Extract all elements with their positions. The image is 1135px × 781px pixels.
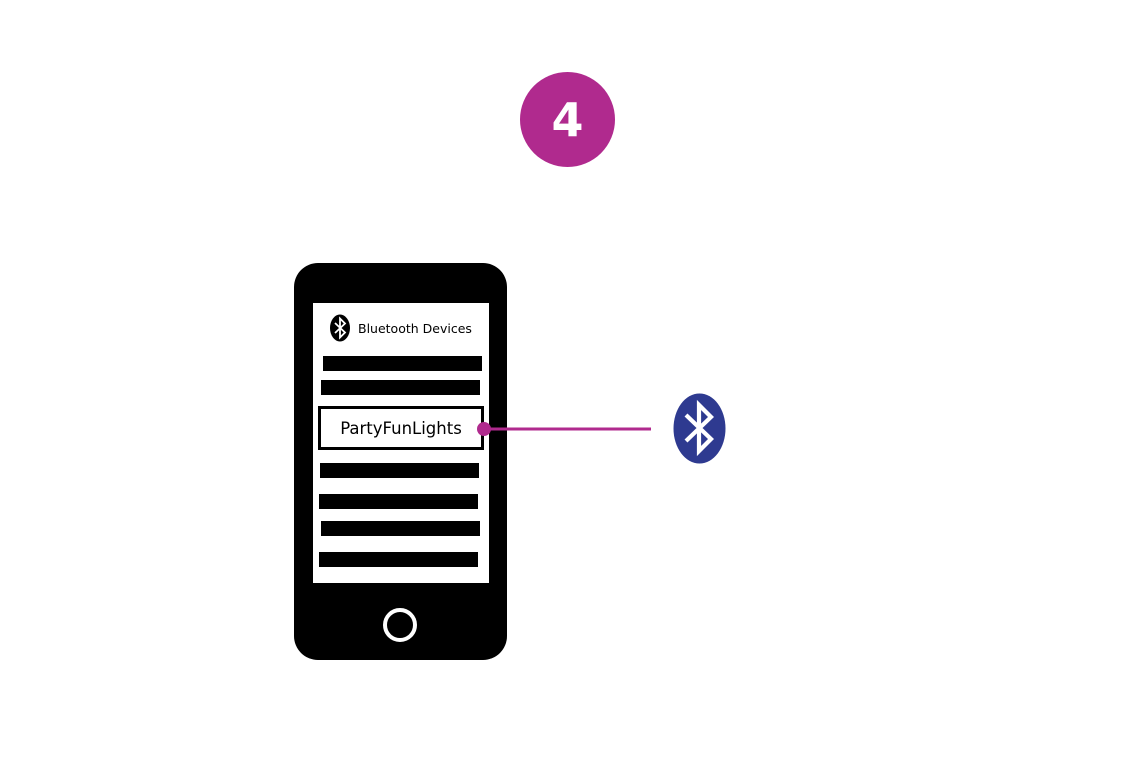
selected-device-label: PartyFunLights	[340, 418, 462, 438]
step-number: 4	[551, 92, 584, 147]
bluetooth-devices-title: Bluetooth Devices	[358, 320, 472, 336]
phone-screen: Bluetooth Devices PartyFunLights	[313, 303, 489, 583]
smartphone: Bluetooth Devices PartyFunLights	[294, 263, 507, 660]
bluetooth-icon	[673, 393, 726, 464]
device-list-item[interactable]	[320, 463, 479, 478]
device-list-item[interactable]	[321, 521, 480, 536]
device-list-item[interactable]	[321, 380, 480, 395]
device-list-item[interactable]	[319, 552, 478, 567]
device-list-item[interactable]	[323, 356, 482, 371]
home-button[interactable]	[383, 608, 417, 642]
connector-dot	[477, 422, 491, 436]
device-list-item[interactable]	[319, 494, 478, 509]
screen-header: Bluetooth Devices	[329, 314, 472, 342]
selected-device-item[interactable]: PartyFunLights	[318, 406, 484, 450]
bluetooth-icon	[330, 314, 350, 342]
step-number-badge: 4	[520, 72, 615, 167]
